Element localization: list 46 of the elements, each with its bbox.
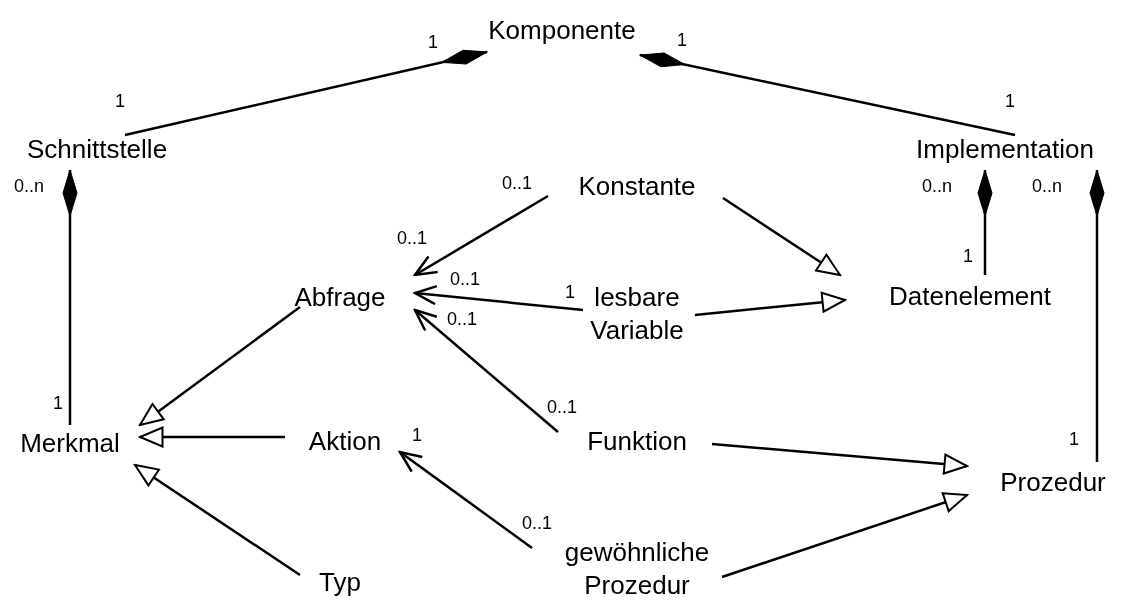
multiplicity-label: 0..1: [502, 174, 533, 192]
association-arrow: [413, 284, 584, 312]
generalization-arrow: [134, 463, 301, 577]
multiplicity-label: 1: [115, 92, 125, 110]
class-name: Merkmal: [20, 426, 120, 460]
multiplicity-label: 0..1: [447, 310, 478, 328]
class-name: gewöhnliche Prozedur: [537, 535, 737, 601]
multiplicity-label: 1: [677, 31, 687, 49]
association-arrow: [413, 194, 549, 277]
generalization-arrow: [139, 306, 301, 426]
class-name: Datenelement: [889, 279, 1051, 313]
class-name: Schnittstelle: [26, 132, 168, 166]
generalization-arrow: [721, 492, 968, 579]
composition-line: [639, 52, 1016, 137]
generalization-arrow: [722, 196, 841, 277]
class-name: Komponente: [488, 13, 636, 47]
multiplicity-label: 1: [1069, 430, 1079, 448]
multiplicity-label: 1: [53, 394, 63, 412]
association-arrow: [413, 308, 559, 433]
multiplicity-label: 1: [428, 33, 438, 51]
class-name: Funktion: [587, 424, 687, 458]
composition-line: [124, 49, 488, 137]
class-name: Prozedur: [1000, 465, 1106, 499]
multiplicity-label: 1: [565, 283, 575, 301]
multiplicity-label: 0..n: [1032, 177, 1063, 195]
multiplicity-label: 0..1: [450, 270, 481, 288]
composition-line: [977, 169, 993, 275]
multiplicity-label: 1: [412, 426, 422, 444]
generalization-arrow: [694, 291, 846, 317]
multiplicity-label: 0..n: [14, 177, 45, 195]
class-name: Typ: [319, 565, 361, 599]
generalization-arrow: [139, 426, 285, 448]
multiplicity-label: 1: [963, 247, 973, 265]
generalization-arrow: [711, 442, 968, 475]
composition-line: [62, 169, 78, 425]
class-name: Konstante: [578, 169, 696, 203]
multiplicity-label: 0..1: [522, 514, 553, 532]
class-name: Abfrage: [294, 280, 386, 314]
composition-line: [1089, 169, 1105, 462]
class-name: Aktion: [308, 424, 382, 458]
multiplicity-label: 0..n: [922, 177, 953, 195]
class-name: Implementation: [916, 132, 1094, 166]
association-arrow: [398, 450, 533, 549]
multiplicity-label: 0..1: [397, 229, 428, 247]
multiplicity-label: 1: [1005, 92, 1015, 110]
multiplicity-label: 0..1: [547, 398, 578, 416]
